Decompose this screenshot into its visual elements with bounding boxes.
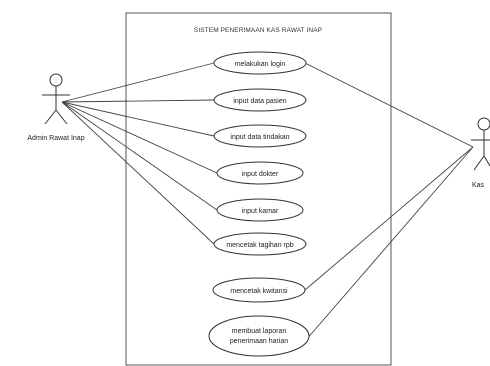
use-case-label: input kamar [242, 208, 279, 215]
right-actor-associations [304, 62, 474, 341]
use-case-mencetak-tagihan: mencetak tagihan rpb [213, 232, 307, 256]
assoc-left-pasien [61, 99, 215, 103]
use-case-label-line2: penerimaan harian [230, 338, 288, 345]
actor-label-kas: Kas [472, 182, 485, 189]
actor-right-leg [483, 155, 490, 167]
use-case-label-line1: membuat laporan [232, 328, 287, 335]
assoc-right-kwitansi [304, 146, 474, 291]
actor-left-leg [44, 109, 57, 125]
actor-admin-rawat-inap: Admin Rawat Inap [27, 73, 85, 142]
assoc-left-tagihan [61, 101, 215, 245]
assoc-left-tindakan [61, 101, 215, 137]
system-title: SISTEM PENERIMAAN KAS RAWAT INAP [194, 27, 322, 34]
use-case-input-data-tindakan: input data tindakan [213, 124, 307, 148]
use-case-login: melakukan login [213, 51, 307, 75]
actor-left-leg [473, 155, 485, 171]
assoc-right-login [304, 62, 474, 148]
actor-kas: Kas [471, 117, 490, 189]
use-case-label: input dokter [242, 171, 279, 178]
use-case-input-dokter: input dokter [216, 161, 304, 185]
use-case-input-kamar: input kamar [216, 198, 304, 222]
assoc-left-kamar [61, 101, 218, 211]
use-case-label: input data tindakan [230, 134, 289, 141]
use-case-label: mencetak tagihan rpb [226, 242, 293, 249]
use-case-label: melakukan login [235, 61, 286, 68]
actor-label-admin: Admin Rawat Inap [27, 135, 84, 142]
use-case-input-data-pasien: input data pasien [213, 88, 307, 112]
assoc-right-laporan [305, 146, 474, 341]
use-case-mencetak-kwitansi: mencetak kwitansi [212, 277, 306, 303]
assoc-left-dokter [61, 101, 218, 174]
assoc-left-login [61, 62, 215, 103]
use-case-membuat-laporan: membuat laporan penerimaan harian [208, 315, 310, 357]
actor-head-icon [477, 117, 490, 131]
use-case-label: mencetak kwitansi [230, 288, 288, 295]
use-case-label: input data pasien [233, 98, 286, 105]
actor-right-leg [55, 109, 68, 125]
left-actor-associations [61, 62, 218, 245]
actor-head-icon [49, 73, 63, 87]
